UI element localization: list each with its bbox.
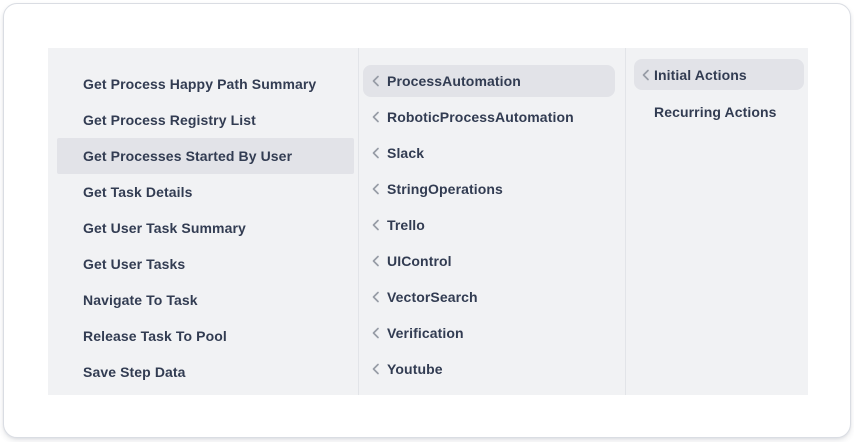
chevron-left-icon	[371, 363, 387, 375]
menu-item-label: Get User Task Summary	[83, 220, 246, 236]
chevron-left-icon	[371, 147, 387, 159]
chevron-left-icon	[371, 219, 387, 231]
menu-item-label: StringOperations	[387, 181, 503, 197]
menu-item-verification[interactable]: Verification	[363, 317, 615, 349]
menu-item-vector-search[interactable]: VectorSearch	[363, 281, 615, 313]
menu-item-label: VectorSearch	[387, 289, 478, 305]
menu-item-label: Trello	[387, 217, 425, 233]
actions-column: Get Process Happy Path Summary Get Proce…	[48, 48, 359, 395]
menu-item-label: Get Task Details	[83, 184, 193, 200]
menu-item-get-process-happy-path-summary[interactable]: Get Process Happy Path Summary	[57, 66, 354, 102]
menu-item-label: Get Process Happy Path Summary	[83, 76, 317, 92]
menu-item-robotic-process-automation[interactable]: RoboticProcessAutomation	[363, 101, 615, 133]
chevron-left-icon	[371, 327, 387, 339]
menu-item-youtube[interactable]: Youtube	[363, 353, 615, 385]
menu-card: Get Process Happy Path Summary Get Proce…	[3, 3, 851, 438]
chevron-left-icon	[371, 255, 387, 267]
categories-column: ProcessAutomation RoboticProcessAutomati…	[359, 48, 626, 395]
menu-item-label: Get Processes Started By User	[83, 148, 293, 164]
menu-item-label: Initial Actions	[654, 66, 747, 83]
menu-item-get-process-registry-list[interactable]: Get Process Registry List	[57, 102, 354, 138]
menu-item-process-automation[interactable]: ProcessAutomation	[363, 65, 615, 97]
menu-item-label: Get User Tasks	[83, 256, 186, 272]
menu-item-ui-control[interactable]: UIControl	[363, 245, 615, 277]
menu-item-string-operations[interactable]: StringOperations	[363, 173, 615, 205]
menu-item-label: Youtube	[387, 361, 443, 377]
menu-item-slack[interactable]: Slack	[363, 137, 615, 169]
menu-item-initial-actions[interactable]: Initial Actions	[634, 59, 804, 90]
menu-item-label: Save Step Data	[83, 364, 186, 380]
menu-item-get-user-tasks[interactable]: Get User Tasks	[57, 246, 354, 282]
menu-item-label: RoboticProcessAutomation	[387, 109, 574, 125]
chevron-left-icon	[371, 183, 387, 195]
menu-item-navigate-to-task[interactable]: Navigate To Task	[57, 282, 354, 318]
menu-item-recurring-actions[interactable]: Recurring Actions	[634, 96, 804, 127]
menu-item-label: Navigate To Task	[83, 292, 198, 308]
chevron-left-icon	[371, 291, 387, 303]
menu-item-get-processes-started-by-user[interactable]: Get Processes Started By User	[57, 138, 354, 174]
menu-item-label: ProcessAutomation	[387, 73, 521, 89]
menu-item-label: Release Task To Pool	[83, 328, 227, 344]
menu-item-release-task-to-pool[interactable]: Release Task To Pool	[57, 318, 354, 354]
menu-item-label: Slack	[387, 145, 425, 161]
chevron-left-icon	[641, 69, 654, 81]
cascading-menu-panel: Get Process Happy Path Summary Get Proce…	[48, 48, 808, 395]
menu-item-label: Get Process Registry List	[83, 112, 256, 128]
chevron-left-icon	[371, 111, 387, 123]
groups-column: Initial Actions Recurring Actions	[626, 48, 808, 395]
menu-item-trello[interactable]: Trello	[363, 209, 615, 241]
menu-item-get-user-task-summary[interactable]: Get User Task Summary	[57, 210, 354, 246]
menu-item-label: Recurring Actions	[654, 103, 777, 120]
menu-item-get-task-details[interactable]: Get Task Details	[57, 174, 354, 210]
menu-item-label: Verification	[387, 325, 464, 341]
menu-item-label: UIControl	[387, 253, 452, 269]
menu-item-save-step-data[interactable]: Save Step Data	[57, 354, 354, 390]
chevron-left-icon	[371, 75, 387, 87]
